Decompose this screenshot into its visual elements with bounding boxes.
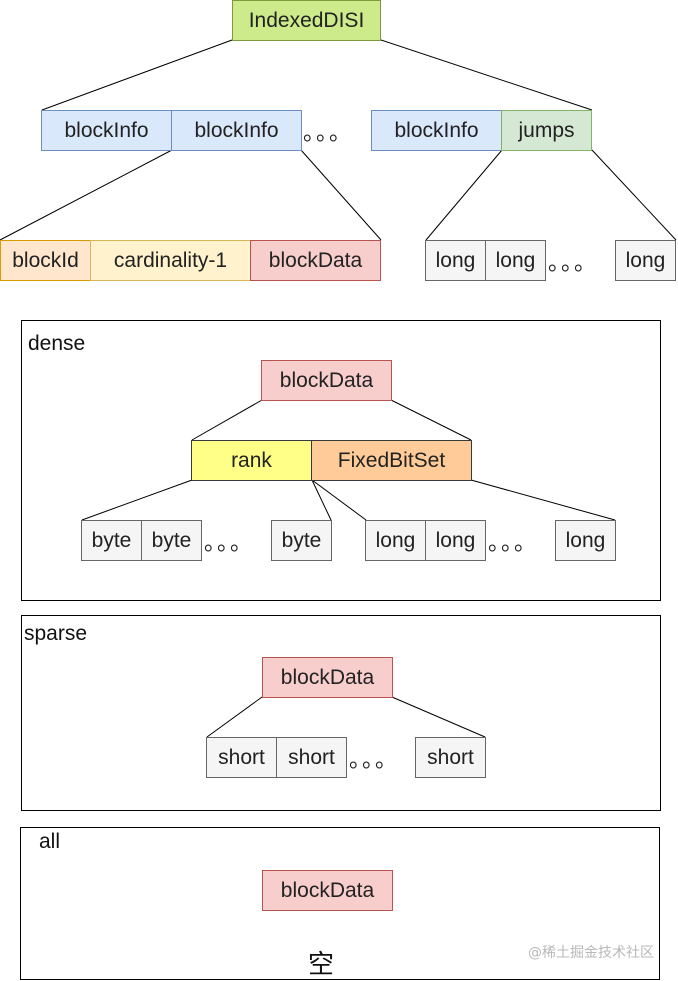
sparse-label: sparse xyxy=(24,622,88,645)
fixed-bit-set-label: FixedBitSet xyxy=(337,448,446,472)
byte-label: byte xyxy=(91,528,132,552)
byte-label: byte xyxy=(281,528,322,552)
root-label: IndexedDISI xyxy=(248,8,365,32)
ellipsis-dots: 。。。 xyxy=(349,747,400,772)
jumps-long-node-1: long xyxy=(425,240,486,281)
jumps-label: jumps xyxy=(518,118,575,142)
watermark-text: @稀土掘金技术社区 xyxy=(528,945,654,961)
long-label: long xyxy=(625,248,666,272)
edge-jumps-long-left xyxy=(425,149,503,241)
dense-label: dense xyxy=(28,332,86,355)
edge-dense-bitset xyxy=(390,399,472,441)
sparse-block-data-node: blockData xyxy=(262,657,393,698)
all-panel xyxy=(20,827,660,980)
block-info-node-2: blockInfo xyxy=(171,110,302,151)
edge-rank-byte-left xyxy=(81,479,193,521)
ellipsis-dots: 。。。 xyxy=(303,120,354,145)
jumps-long-node-3: long xyxy=(615,240,676,281)
byte-label: byte xyxy=(151,528,192,552)
edge-root-blockinfo xyxy=(41,39,233,111)
block-info-label: blockInfo xyxy=(194,118,279,142)
block-info-label: blockInfo xyxy=(394,118,479,142)
edge-sparse-short-right xyxy=(391,696,486,738)
cardinality-label: cardinality-1 xyxy=(113,248,228,272)
all-block-data-node: blockData xyxy=(262,870,393,911)
edge-sparse-short-left xyxy=(206,696,263,738)
short-node-2: short xyxy=(276,737,347,778)
edge-bitset-long-right xyxy=(470,479,616,521)
ellipsis-dots: 。。。 xyxy=(548,250,599,275)
bitset-long-node-2: long xyxy=(425,520,486,561)
block-id-node: blockId xyxy=(0,240,91,281)
block-data-label: blockData xyxy=(280,878,375,902)
block-id-label: blockId xyxy=(12,248,79,272)
block-info-label: blockInfo xyxy=(64,118,149,142)
ellipsis-dots: 。。。 xyxy=(204,530,255,555)
block-info-node-3: blockInfo xyxy=(371,110,502,151)
block-data-label: blockData xyxy=(279,368,374,392)
edge-bitset-long-left xyxy=(311,479,367,521)
rank-node: rank xyxy=(191,440,312,481)
edge-blockinfo-blockid xyxy=(0,149,173,241)
short-node-3: short xyxy=(415,737,486,778)
short-node-1: short xyxy=(206,737,277,778)
root-node: IndexedDISI xyxy=(232,0,381,41)
byte-node-2: byte xyxy=(141,520,202,561)
edge-blockinfo-blockdata xyxy=(300,149,382,241)
dense-block-data-node: blockData xyxy=(261,360,392,401)
ellipsis-dots: 。。。 xyxy=(488,530,539,555)
long-label: long xyxy=(435,528,476,552)
all-label: all xyxy=(39,830,61,853)
sparse-panel xyxy=(21,615,661,811)
bitset-long-node-1: long xyxy=(365,520,426,561)
block-data-label: blockData xyxy=(268,248,363,272)
jumps-long-node-2: long xyxy=(485,240,546,281)
long-label: long xyxy=(375,528,416,552)
bitset-long-node-3: long xyxy=(555,520,616,561)
block-info-node-1: blockInfo xyxy=(41,110,172,151)
rank-label: rank xyxy=(231,448,272,472)
edge-jumps-long-right xyxy=(591,149,677,241)
dense-panel xyxy=(21,320,661,601)
cardinality-node: cardinality-1 xyxy=(90,240,251,281)
empty-text: 空 xyxy=(308,950,335,980)
long-label: long xyxy=(435,248,476,272)
jumps-node: jumps xyxy=(501,110,592,151)
fixed-bit-set-node: FixedBitSet xyxy=(311,440,472,481)
block-data-node: blockData xyxy=(250,240,381,281)
byte-node-1: byte xyxy=(81,520,142,561)
long-label: long xyxy=(565,528,606,552)
edge-dense-rank xyxy=(191,399,263,441)
block-data-label: blockData xyxy=(280,665,375,689)
short-label: short xyxy=(288,745,335,769)
long-label: long xyxy=(495,248,536,272)
byte-node-3: byte xyxy=(271,520,332,561)
edge-rank-byte-right xyxy=(311,479,332,521)
short-label: short xyxy=(218,745,265,769)
edge-root-jumps xyxy=(380,39,593,111)
short-label: short xyxy=(427,745,474,769)
